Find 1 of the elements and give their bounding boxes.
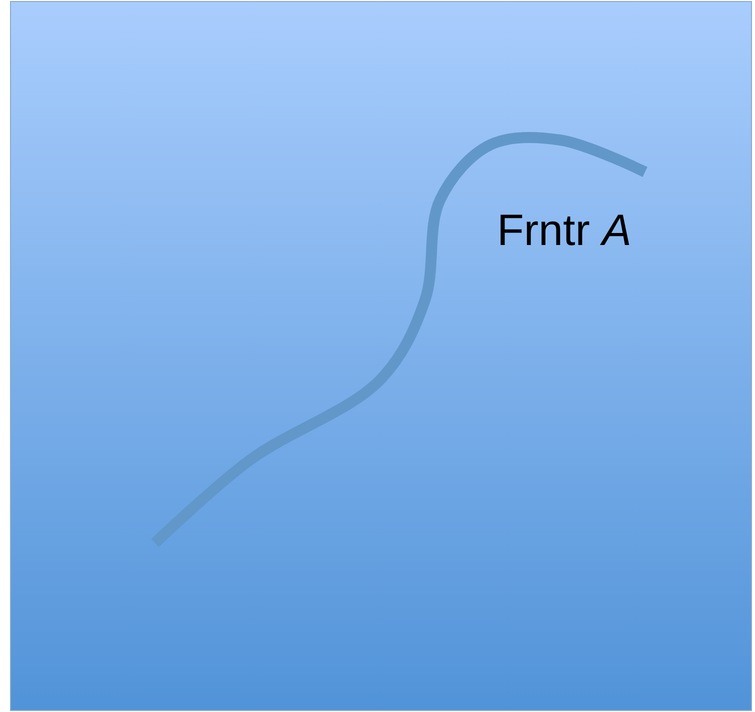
curve-label: Frntr A (497, 206, 632, 256)
